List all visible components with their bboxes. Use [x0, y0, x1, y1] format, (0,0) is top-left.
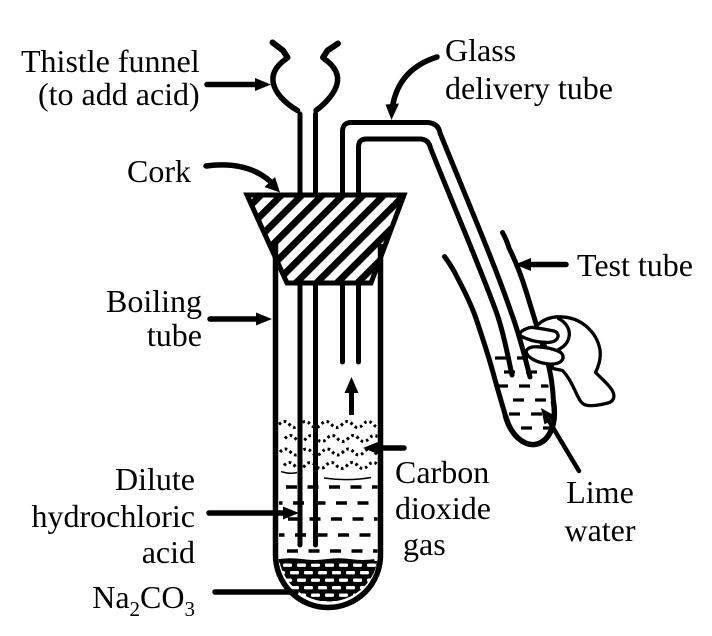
bubble-wave-row-4 [282, 461, 378, 470]
delivery-tube-inner-line [356, 136, 515, 378]
glass-delivery-tube-label-line2: delivery tube [445, 70, 613, 106]
test-tube-arrow-head [515, 258, 531, 271]
hand-finger-2 [524, 345, 565, 366]
hcl-liquid [279, 485, 378, 553]
carbon-dioxide-arrow [363, 441, 407, 455]
lime-water-label-line2: water [564, 512, 636, 548]
cork-arrow-head [264, 177, 280, 193]
leader-arrows [203, 54, 582, 595]
bubble-wave-row-1 [278, 420, 378, 429]
test-tube [442, 230, 558, 448]
gas-arrow-head [344, 377, 359, 393]
glass-delivery-tube-label-line1: Glass [445, 32, 517, 68]
thistle-funnel-label-line2: (to add acid) [38, 76, 200, 112]
thistle-funnel-label-line1: Thistle funnel [21, 43, 200, 79]
boiling-tube [272, 244, 384, 611]
test-tube-label: Test tube [577, 247, 693, 283]
lime-water-arrow-head [541, 408, 557, 425]
dilute-acid-label: Dilute hydrochloric acid [28, 461, 196, 571]
cork-arrow-line [203, 162, 274, 185]
liquid-surface-line [280, 470, 298, 475]
na2co3-surface-line [278, 558, 375, 564]
boiling-tube-arrow [207, 312, 272, 326]
na2co3-label-part1: Na [92, 579, 130, 615]
test-tube-label-line1: Test tube [577, 247, 693, 283]
na2co3-label: Na2CO3 [60, 579, 195, 627]
hand-knuckle-line [556, 316, 571, 351]
boiling-tube-label-line1: Boiling [105, 283, 202, 319]
boiling-tube-label-line2: tube [146, 317, 202, 353]
hand [517, 315, 616, 408]
carbon-dioxide-arrow-head [363, 441, 379, 455]
bubble-wave-row-2 [283, 434, 378, 443]
gas-arrow [344, 377, 359, 415]
dilute-acid-label-line1: Dilute [115, 461, 195, 497]
delivery-tube-arrow-line [389, 54, 440, 109]
thistle-funnel-bowl-left [270, 56, 301, 114]
boiling-tube-contents [278, 420, 378, 602]
na2co3-fill [279, 561, 378, 602]
delivery-tube-outer-line [340, 120, 533, 380]
dilute-acid-arrow-head [283, 506, 299, 520]
carbon-dioxide-label-line3: gas [403, 526, 446, 562]
boiling-tube-arrow-head [256, 312, 272, 326]
na2co3-label-sub1: 2 [129, 597, 141, 621]
delivery-tube-arrow-head [385, 103, 399, 120]
na2co3-solid [278, 558, 378, 602]
lime-water-arrow-line [546, 418, 582, 474]
delivery-tube-arrow [385, 54, 440, 120]
cork-label-line1: Cork [127, 153, 191, 189]
cork-arrow [203, 162, 280, 193]
carbon-dioxide-label-line2: dioxide [395, 490, 491, 526]
na2co3-label-sub2: 3 [184, 597, 196, 621]
delivery-tube [340, 120, 533, 380]
na2co3-label-part2: CO [140, 579, 185, 615]
hand-finger-1 [517, 325, 560, 345]
test-tube-arrow [515, 258, 569, 271]
cork-label: Cork [127, 153, 191, 189]
lime-water-label: Lime water [556, 473, 644, 549]
boiling-tube-label: Boiling tube [90, 284, 202, 352]
thistle-funnel-rim-left [269, 39, 291, 61]
liquid-surface-line-2 [323, 476, 372, 481]
carbon-dioxide-label-line1: Carbon [395, 454, 490, 490]
dilute-acid-arrow [206, 506, 299, 520]
glass-delivery-tube-label: Glass delivery tube [445, 31, 613, 107]
thistle-funnel [269, 39, 341, 548]
dilute-acid-label-line2: hydrochloric [31, 497, 196, 534]
thistle-funnel-bowl-right [313, 56, 341, 114]
lime-water-label-line1: Lime [566, 474, 634, 510]
lime-water-arrow [541, 408, 582, 474]
thistle-funnel-rim-right [320, 40, 341, 61]
thistle-funnel-arrow [204, 78, 271, 91]
carbon-dioxide-label: Carbon dioxide gas [395, 454, 491, 562]
thistle-funnel-arrow-head [255, 78, 271, 91]
thistle-funnel-label: Thistle funnel (to add acid) [21, 45, 200, 111]
test-tube-bottom [502, 399, 558, 448]
test-tube-left-wall [442, 254, 508, 419]
test-tube-right-wall [500, 230, 556, 405]
dilute-acid-label-line3: acid [141, 534, 195, 570]
